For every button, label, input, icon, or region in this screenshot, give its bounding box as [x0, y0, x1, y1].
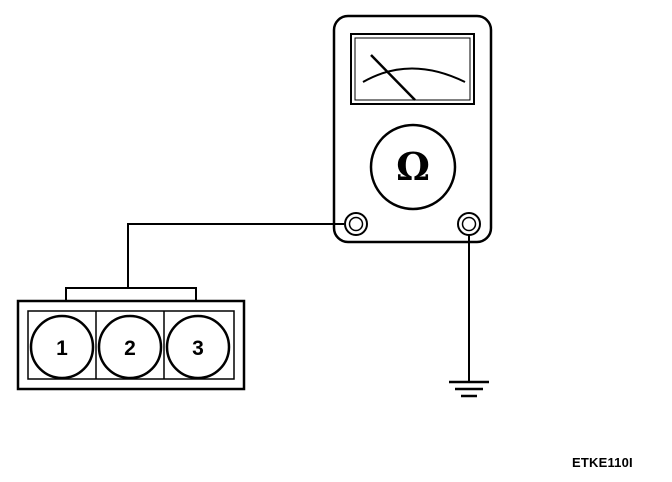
- ohm-symbol: Ω: [396, 144, 430, 189]
- connector-pin-2: 2: [97, 314, 163, 380]
- meter-display: [350, 33, 475, 105]
- ground-icon: [449, 380, 489, 398]
- figure-code: ETKE110I: [572, 455, 633, 470]
- connector-pin-1: 1: [29, 314, 95, 380]
- meter-scale-arc: [362, 67, 466, 83]
- connector-lock-tab: [65, 287, 197, 302]
- connector-pin-3: 3: [165, 314, 231, 380]
- pin-2-label: 2: [124, 337, 136, 360]
- meter-terminal-left: [344, 212, 368, 236]
- ohm-function-dial: Ω: [369, 123, 457, 211]
- meter-needle: [370, 54, 416, 101]
- meter-terminal-right: [457, 212, 481, 236]
- pin-1-label: 1: [56, 337, 68, 360]
- test-lead-to-pin-2: [127, 223, 344, 314]
- ohm-dial-ring: [369, 123, 457, 211]
- connector: 1 2 3: [16, 287, 246, 391]
- pin-3-label: 3: [192, 337, 204, 360]
- ohmmeter: Ω: [332, 14, 493, 244]
